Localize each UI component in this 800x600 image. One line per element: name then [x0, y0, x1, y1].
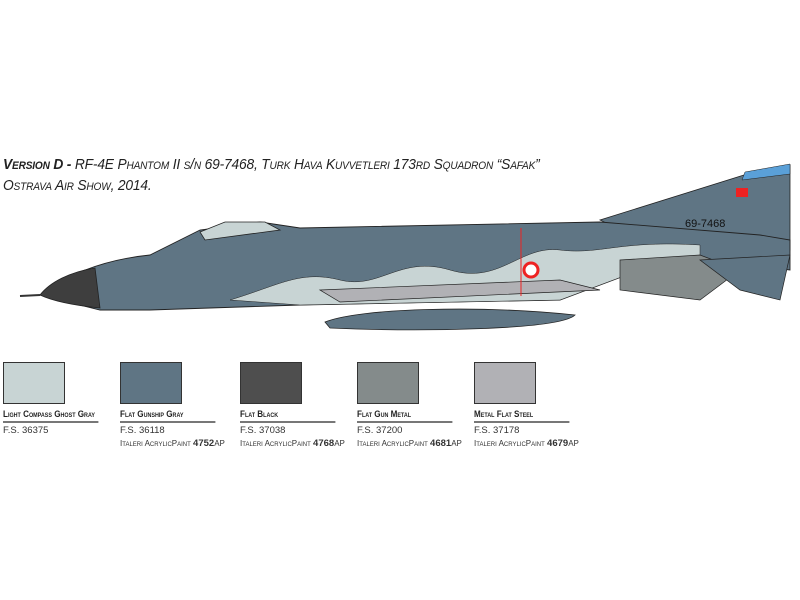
aircraft-description: RF-4E Phantom II s/n 69-7468, Turk Hava … [74, 156, 540, 173]
swatch-metal-flat-steel: Metal Flat Steel F.S. 37178 Italeri Acry… [474, 362, 594, 449]
color-chip [3, 362, 65, 404]
wing [318, 279, 601, 303]
color-name: Flat Gun Metal [357, 409, 453, 423]
paint-brand: Italeri AcrylicPaint [120, 439, 191, 448]
swatch-flat-gunship-gray: Flat Gunship Gray F.S. 36118 Italeri Acr… [120, 362, 240, 449]
color-chip [240, 362, 302, 404]
paint-number: 4679 [547, 438, 569, 449]
paint-brand: Italeri AcrylicPaint [474, 439, 545, 448]
paint-number: 4768 [313, 438, 335, 449]
color-chip [357, 362, 419, 404]
paint-suffix: AP [334, 439, 345, 448]
paint-code: Italeri AcrylicPaint 4679AP [474, 438, 594, 449]
roundel-icon [522, 261, 540, 279]
turkish-flag-icon [736, 188, 748, 197]
stabilizer [699, 254, 791, 301]
fs-code: F.S. 36118 [120, 425, 165, 436]
paint-code: Italeri AcrylicPaint 4752AP [120, 438, 240, 449]
paint-number: 4752 [193, 438, 215, 449]
fs-code: F.S. 37178 [474, 425, 520, 436]
paint-code: Italeri AcrylicPaint 4681AP [357, 438, 477, 449]
color-name: Flat Gunship Gray [120, 409, 216, 423]
swatch-light-compass-ghost-gray: Light Compass Ghost Gray F.S. 36375 [3, 362, 123, 436]
fs-code: F.S. 37200 [357, 425, 403, 436]
fs-code: F.S. 36375 [3, 425, 49, 436]
paint-suffix: AP [568, 439, 579, 448]
aircraft-serial: 69-7468 [685, 218, 725, 230]
color-chip [120, 362, 182, 404]
version-title-line2: Ostrava Air Show, 2014. [3, 177, 152, 194]
nose-cone [39, 267, 101, 309]
paint-suffix: AP [451, 439, 462, 448]
paint-code: Italeri AcrylicPaint 4768AP [240, 438, 360, 449]
color-name: Metal Flat Steel [474, 409, 570, 423]
canopy [199, 221, 282, 241]
version-label: Version D - [3, 156, 72, 173]
fin-tip-band [741, 163, 791, 181]
color-name: Light Compass Ghost Gray [3, 409, 99, 423]
paint-number: 4681 [430, 438, 452, 449]
swatch-flat-black: Flat Black F.S. 37038 Italeri AcrylicPai… [240, 362, 360, 449]
aircraft-profile-illustration: 69-7468 [19, 163, 791, 331]
paint-brand: Italeri AcrylicPaint [357, 439, 428, 448]
fs-code: F.S. 37038 [240, 425, 286, 436]
paint-brand: Italeri AcrylicPaint [240, 439, 311, 448]
version-title-line1: Version D - RF-4E Phantom II s/n 69-7468… [3, 156, 540, 173]
external-fuel-tank [324, 308, 576, 331]
paint-suffix: AP [214, 439, 225, 448]
color-name: Flat Black [240, 409, 336, 423]
color-chip [474, 362, 536, 404]
swatch-flat-gun-metal: Flat Gun Metal F.S. 37200 Italeri Acryli… [357, 362, 477, 449]
